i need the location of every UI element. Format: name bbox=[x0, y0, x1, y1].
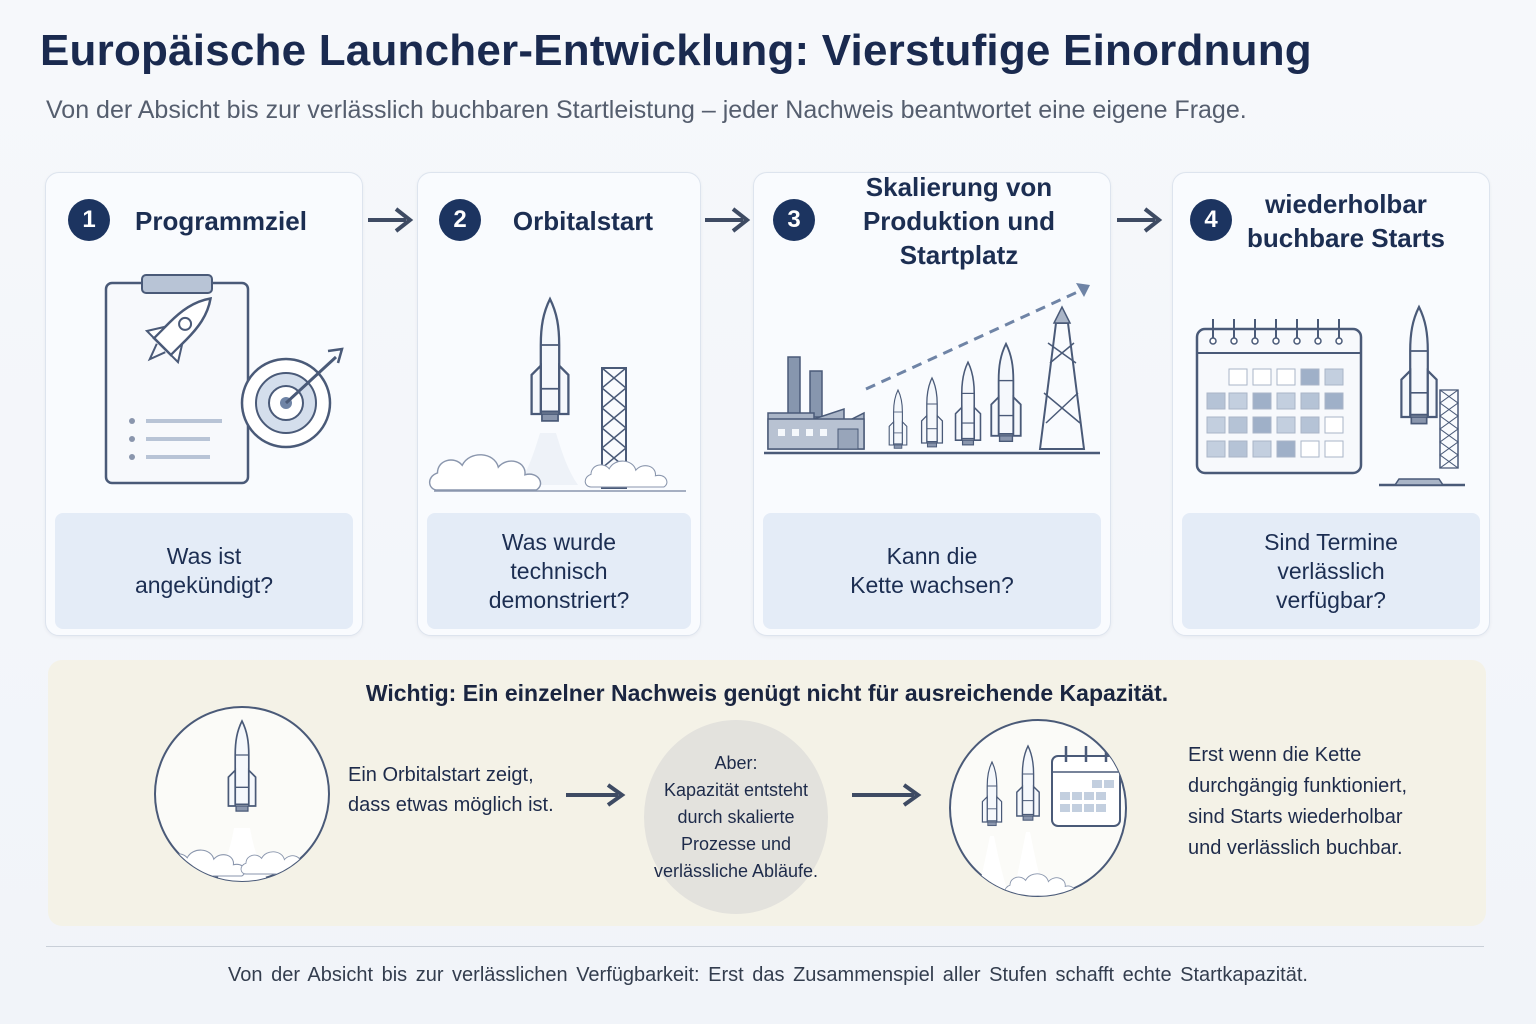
arrow-right-icon bbox=[368, 207, 414, 233]
capacity-note-heading: Wichtig: Ein einzelner Nachweis genügt n… bbox=[365, 680, 1169, 706]
stage-title: Orbitalstart bbox=[512, 206, 654, 236]
stage-number-badge: 1 bbox=[68, 199, 110, 241]
stage-number-badge: 4 bbox=[1190, 199, 1232, 241]
factory-rockets-growth-icon bbox=[764, 283, 1100, 455]
stage-title: Programmziel bbox=[135, 206, 307, 236]
page-subtitle: Von der Absicht bis zur verlässlich buch… bbox=[46, 96, 1247, 124]
arrow-right-icon bbox=[1117, 207, 1163, 233]
stage-number-badge: 3 bbox=[773, 199, 815, 241]
arrow-right-icon bbox=[705, 207, 751, 233]
stage-number-badge: 2 bbox=[439, 199, 481, 241]
footer-summary: Von der Absicht bis zur verlässlichen Ve… bbox=[228, 964, 1308, 986]
capacity-note-panel: Wichtig: Ein einzelner Nachweis genügt n… bbox=[48, 660, 1486, 926]
repeated-launches-calendar-icon bbox=[949, 719, 1127, 897]
arrow-right-icon bbox=[566, 783, 626, 807]
calendar-rocket-icon bbox=[1195, 305, 1465, 487]
capacity-note-middle-bubble: Aber: Kapazität entsteht durch skalierte… bbox=[644, 720, 828, 914]
single-launch-icon bbox=[154, 706, 330, 882]
page-title: Europäische Launcher-Entwicklung: Vierst… bbox=[40, 26, 1312, 75]
arrow-right-icon bbox=[852, 783, 922, 807]
footer-divider bbox=[46, 946, 1484, 947]
capacity-note-left-text: Ein Orbitalstart zeigt, dass etwas mögli… bbox=[348, 764, 554, 816]
clipboard-rocket-target-icon bbox=[104, 274, 344, 485]
rocket-launch-tower-icon bbox=[428, 297, 686, 492]
capacity-note-right-text: Erst wenn die Kette durchgängig funktion… bbox=[1188, 744, 1408, 859]
